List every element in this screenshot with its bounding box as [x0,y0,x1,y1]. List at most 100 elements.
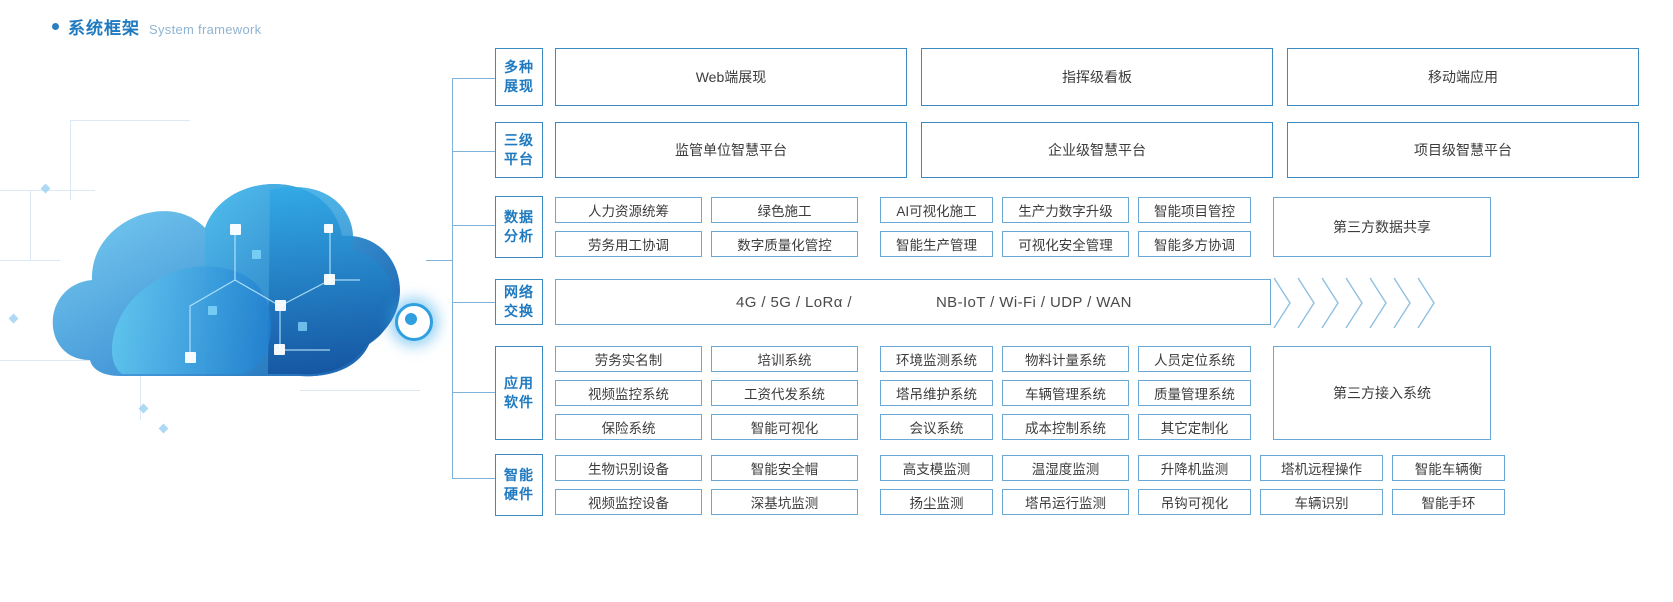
hw-cell-hook-visual[interactable]: 吊钩可视化 [1138,489,1251,515]
sw-cell-environment[interactable]: 环境监测系统 [880,346,993,372]
sw-cell-payroll[interactable]: 工资代发系统 [711,380,858,406]
box-label: 指挥级看板 [1062,69,1132,85]
row-display: 多种 展现 Web端展现 指挥级看板 移动端应用 [495,48,1655,106]
row-label-line1: 智能 [504,467,534,484]
cell-label: 生产力数字升级 [1018,204,1113,219]
row-label-line2: 交换 [504,303,534,319]
row-label-line1: 网络 [504,284,534,301]
data-cell-green[interactable]: 绿色施工 [711,197,858,223]
sw-cell-material[interactable]: 物料计量系统 [1002,346,1129,372]
software-left-grid: 劳务实名制 培训系统 视频监控系统 工资代发系统 保险系统 智能可视化 [555,346,858,440]
data-cell-ai[interactable]: AI可视化施工 [880,197,993,223]
chevron-right-icon [1392,276,1414,330]
sw-cell-training[interactable]: 培训系统 [711,346,858,372]
connector-branch [426,260,452,261]
hw-cell-dust[interactable]: 扬尘监测 [880,489,993,515]
row-application-software: 应用 软件 劳务实名制 培训系统 视频监控系统 工资代发系统 保险系统 智能可视… [495,346,1655,440]
software-right-grid: 环境监测系统 物料计量系统 人员定位系统 塔吊维护系统 车辆管理系统 质量管理系… [880,346,1251,440]
sw-cell-custom[interactable]: 其它定制化 [1138,414,1251,440]
cell-label: 智能可视化 [750,421,819,436]
cell-label: 数字质量化管控 [737,238,832,253]
sw-cell-realname[interactable]: 劳务实名制 [555,346,702,372]
chevron-right-icon [1320,276,1342,330]
hw-cell-hoist[interactable]: 升降机监测 [1138,455,1251,481]
hw-cell-weighbridge[interactable]: 智能车辆衡 [1392,455,1505,481]
cell-label: 视频监控设备 [588,496,669,511]
row-label-line1: 应用 [504,375,534,392]
row-label-line2: 平台 [504,151,534,167]
platform-box-project[interactable]: 项目级智慧平台 [1287,122,1639,178]
row-label-line1: 数据 [504,209,534,226]
connector-branch [452,478,495,479]
display-box-web[interactable]: Web端展现 [555,48,907,106]
row-label-line2: 展现 [504,78,534,94]
sw-cell-meeting[interactable]: 会议系统 [880,414,993,440]
box-label: 企业级智慧平台 [1048,142,1146,158]
chevron-right-icon [1296,276,1318,330]
hardware-left-grid: 生物识别设备 智能安全帽 视频监控设备 深基坑监测 [555,455,858,515]
box-label: 第三方接入系统 [1333,385,1431,401]
box-label: 移动端应用 [1428,69,1498,85]
page-header: 系统框架 System framework [52,14,261,39]
sw-cell-quality[interactable]: 质量管理系统 [1138,380,1251,406]
cell-label: 劳务实名制 [594,353,663,368]
sw-cell-video[interactable]: 视频监控系统 [555,380,702,406]
cell-label: 高支模监测 [902,462,971,477]
display-box-command[interactable]: 指挥级看板 [921,48,1273,106]
connector-branch [452,78,495,79]
cell-label: 升降机监测 [1160,462,1229,477]
cell-label: 绿色施工 [757,204,812,219]
data-cell-visual-safety[interactable]: 可视化安全管理 [1002,231,1129,257]
cell-label: 会议系统 [909,421,964,436]
hw-cell-biometric[interactable]: 生物识别设备 [555,455,702,481]
cell-label: 视频监控系统 [588,387,669,402]
cell-label: 智能项目管控 [1154,204,1235,219]
cloud-illustration [0,60,470,530]
hw-cell-video-device[interactable]: 视频监控设备 [555,489,702,515]
box-label: 项目级智慧平台 [1414,142,1512,158]
display-box-mobile[interactable]: 移动端应用 [1287,48,1639,106]
sw-cell-cost[interactable]: 成本控制系统 [1002,414,1129,440]
data-third-party-share[interactable]: 第三方数据共享 [1273,197,1491,257]
cell-label: 物料计量系统 [1025,353,1106,368]
cell-label: 劳务用工协调 [588,238,669,253]
sw-cell-vehicle[interactable]: 车辆管理系统 [1002,380,1129,406]
platform-box-supervisor[interactable]: 监管单位智慧平台 [555,122,907,178]
hw-cell-formwork[interactable]: 高支模监测 [880,455,993,481]
cell-label: 生物识别设备 [588,462,669,477]
cell-label: 其它定制化 [1160,421,1229,436]
hw-cell-vehicle-id[interactable]: 车辆识别 [1260,489,1383,515]
network-text-left: 4G / 5G / LoRα / [736,293,852,311]
row-label-smart-hardware: 智能 硬件 [495,454,543,516]
box-label: 第三方数据共享 [1333,219,1431,235]
row-label-line2: 软件 [504,394,534,410]
data-cell-labor[interactable]: 劳务用工协调 [555,231,702,257]
row-label-application-software: 应用 软件 [495,346,543,440]
sw-cell-visualization[interactable]: 智能可视化 [711,414,858,440]
hw-cell-crane-run[interactable]: 塔吊运行监测 [1002,489,1129,515]
software-third-party-access[interactable]: 第三方接入系统 [1273,346,1491,440]
hw-cell-crane-remote[interactable]: 塔机远程操作 [1260,455,1383,481]
row-label-network: 网络 交换 [495,279,543,325]
row-label-line2: 硬件 [504,486,534,502]
hw-cell-smart-band[interactable]: 智能手环 [1392,489,1505,515]
sw-cell-crane-maint[interactable]: 塔吊维护系统 [880,380,993,406]
platform-box-enterprise[interactable]: 企业级智慧平台 [921,122,1273,178]
data-cell-project-ctrl[interactable]: 智能项目管控 [1138,197,1251,223]
hw-cell-smart-helmet[interactable]: 智能安全帽 [711,455,858,481]
connection-node-icon [395,303,433,341]
row-label-line2: 分析 [504,228,534,244]
data-cell-quality[interactable]: 数字质量化管控 [711,231,858,257]
sw-cell-personnel[interactable]: 人员定位系统 [1138,346,1251,372]
connector-branch [452,151,495,152]
row-network: 网络 交换 4G / 5G / LoRα / NB-IoT / Wi-Fi / … [495,277,1655,329]
data-cell-multiparty[interactable]: 智能多方协调 [1138,231,1251,257]
row-label-display: 多种 展现 [495,48,543,106]
hw-cell-pit-monitor[interactable]: 深基坑监测 [711,489,858,515]
chevron-right-icon [1368,276,1390,330]
data-cell-hr[interactable]: 人力资源统筹 [555,197,702,223]
data-cell-smart-prod[interactable]: 智能生产管理 [880,231,993,257]
hw-cell-humidity[interactable]: 温湿度监测 [1002,455,1129,481]
sw-cell-insurance[interactable]: 保险系统 [555,414,702,440]
data-cell-productivity[interactable]: 生产力数字升级 [1002,197,1129,223]
